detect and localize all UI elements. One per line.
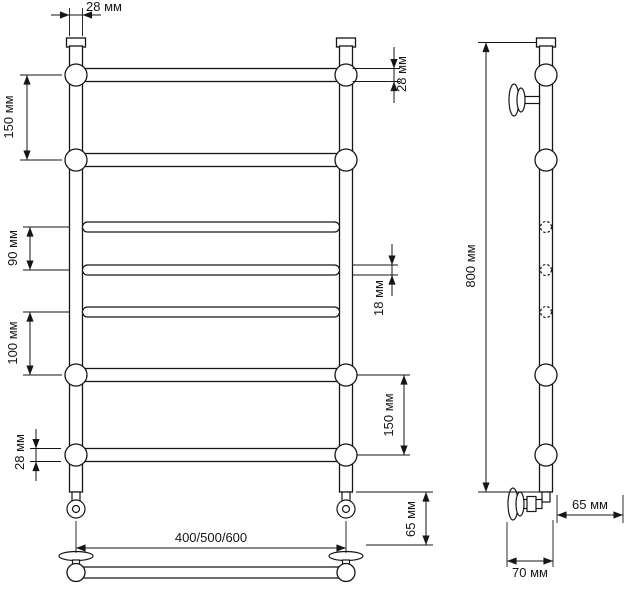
bottom-bar [75, 566, 347, 579]
dim-label-wall-offset-side: 65 мм [572, 497, 608, 512]
dim-label-pipe-od-top: 28 мм [86, 0, 122, 14]
thin-rungs [81, 221, 341, 318]
dim-label-top-span-left: 150 мм [1, 95, 16, 138]
rung-1 [75, 67, 347, 83]
rung-2 [75, 152, 347, 168]
wall-bracket-bottom [507, 487, 551, 521]
rung-5 [75, 447, 347, 463]
front-view [58, 37, 364, 583]
dim-width-variants: 400/500/600 [75, 521, 347, 553]
dim-label-width-variants: 400/500/600 [175, 530, 247, 545]
dim-bracket-depth-side: 70 мм [506, 520, 554, 580]
dim-label-lower-span-left: 100 мм [5, 321, 20, 364]
dim-overall-height: 800 мм [463, 42, 540, 493]
thin-rung-3 [81, 306, 341, 318]
dim-top-span-left: 150 мм [1, 74, 62, 161]
dimensions: 28 мм 150 мм 90 мм 100 мм [1, 0, 624, 580]
thin-rung-2 [81, 264, 341, 276]
side-view [507, 37, 558, 521]
side-balls [534, 63, 558, 467]
dim-mid-span-left: 90 мм [5, 226, 69, 271]
junction-balls [64, 63, 358, 467]
dim-wall-offset-side: 65 мм [556, 495, 624, 523]
dim-label-foot-height-front: 65 мм [403, 501, 418, 537]
dim-bottom-span-right: 150 мм [357, 374, 410, 456]
dim-thin-rung-od: 18 мм [352, 244, 398, 316]
dim-label-mid-span-left: 90 мм [5, 230, 20, 266]
dim-label-rung-od-top-right: 28 мм [394, 56, 409, 92]
bottom-rail [58, 550, 364, 583]
left-pipe [68, 45, 84, 493]
dim-label-bracket-depth-side: 70 мм [512, 565, 548, 580]
thin-rung-1 [81, 221, 341, 233]
dim-rung-od-bottom-left: 28 мм [12, 429, 61, 481]
dim-foot-height-front: 65 мм [356, 491, 433, 546]
dim-label-bottom-span-right: 150 мм [381, 393, 396, 436]
bottom-fittings [66, 491, 356, 519]
dim-rung-od-top-right: 28 мм [352, 47, 409, 103]
dim-label-overall-height: 800 мм [463, 244, 478, 287]
dim-pipe-od-top: 28 мм [51, 0, 122, 36]
dim-label-rung-od-bottom-left: 28 мм [12, 434, 27, 470]
dim-lower-span-left: 100 мм [5, 311, 69, 376]
wall-bracket-top [508, 83, 541, 117]
dim-label-thin-rung-od: 18 мм [371, 280, 386, 316]
side-thin-rung-ends [539, 220, 553, 319]
right-pipe [338, 45, 354, 493]
rung-4 [75, 367, 347, 383]
